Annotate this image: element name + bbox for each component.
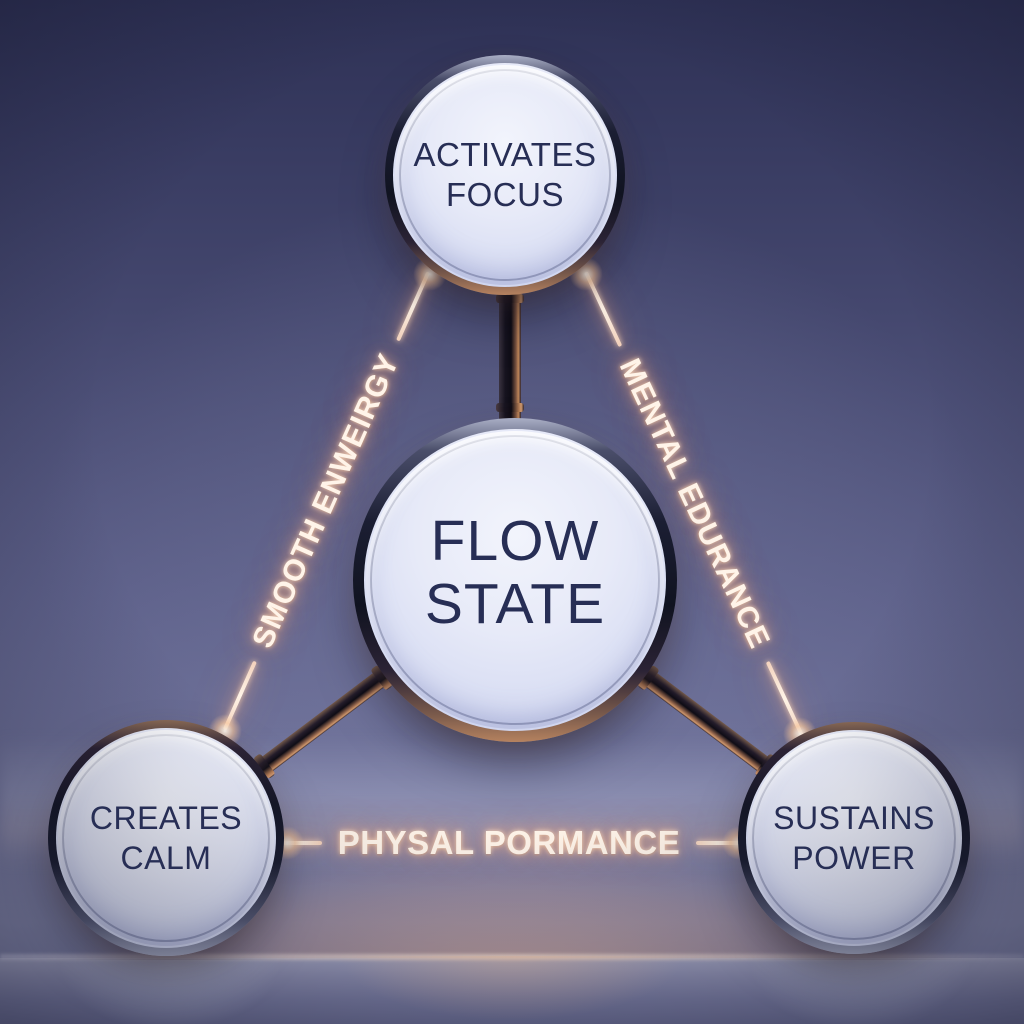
floor-highlight-line bbox=[0, 954, 1024, 960]
edge-line-segment bbox=[278, 841, 322, 845]
node-label: CREATES CALM bbox=[89, 800, 243, 876]
rod-collar bbox=[496, 294, 524, 303]
edge-label-physical-performance: PHYSAL PORMANCE bbox=[337, 824, 681, 861]
edge-line-segment bbox=[395, 271, 431, 342]
rod-collar bbox=[496, 403, 524, 412]
edge-line-segment bbox=[696, 841, 740, 845]
floor bbox=[0, 958, 1024, 1024]
node-flow-state: FLOW STATE bbox=[353, 418, 677, 742]
lens-glass: SUSTAINS POWER bbox=[746, 730, 962, 946]
node-label: SUSTAINS POWER bbox=[773, 800, 935, 876]
connector-rod-top bbox=[496, 268, 524, 440]
lens-glass: CREATES CALM bbox=[56, 728, 276, 948]
node-activates-focus: ACTIVATES FOCUS bbox=[385, 55, 625, 295]
edge-line-segment bbox=[583, 271, 623, 348]
lens-glass: ACTIVATES FOCUS bbox=[393, 63, 617, 287]
node-label: FLOW STATE bbox=[424, 509, 606, 636]
edge-physical-performance: PHYSAL PORMANCE bbox=[278, 824, 740, 861]
node-sustains-power: SUSTAINS POWER bbox=[738, 722, 970, 954]
lens-glass: FLOW STATE bbox=[364, 429, 666, 731]
node-label: ACTIVATES FOCUS bbox=[413, 136, 597, 213]
node-creates-calm: CREATES CALM bbox=[48, 720, 284, 956]
